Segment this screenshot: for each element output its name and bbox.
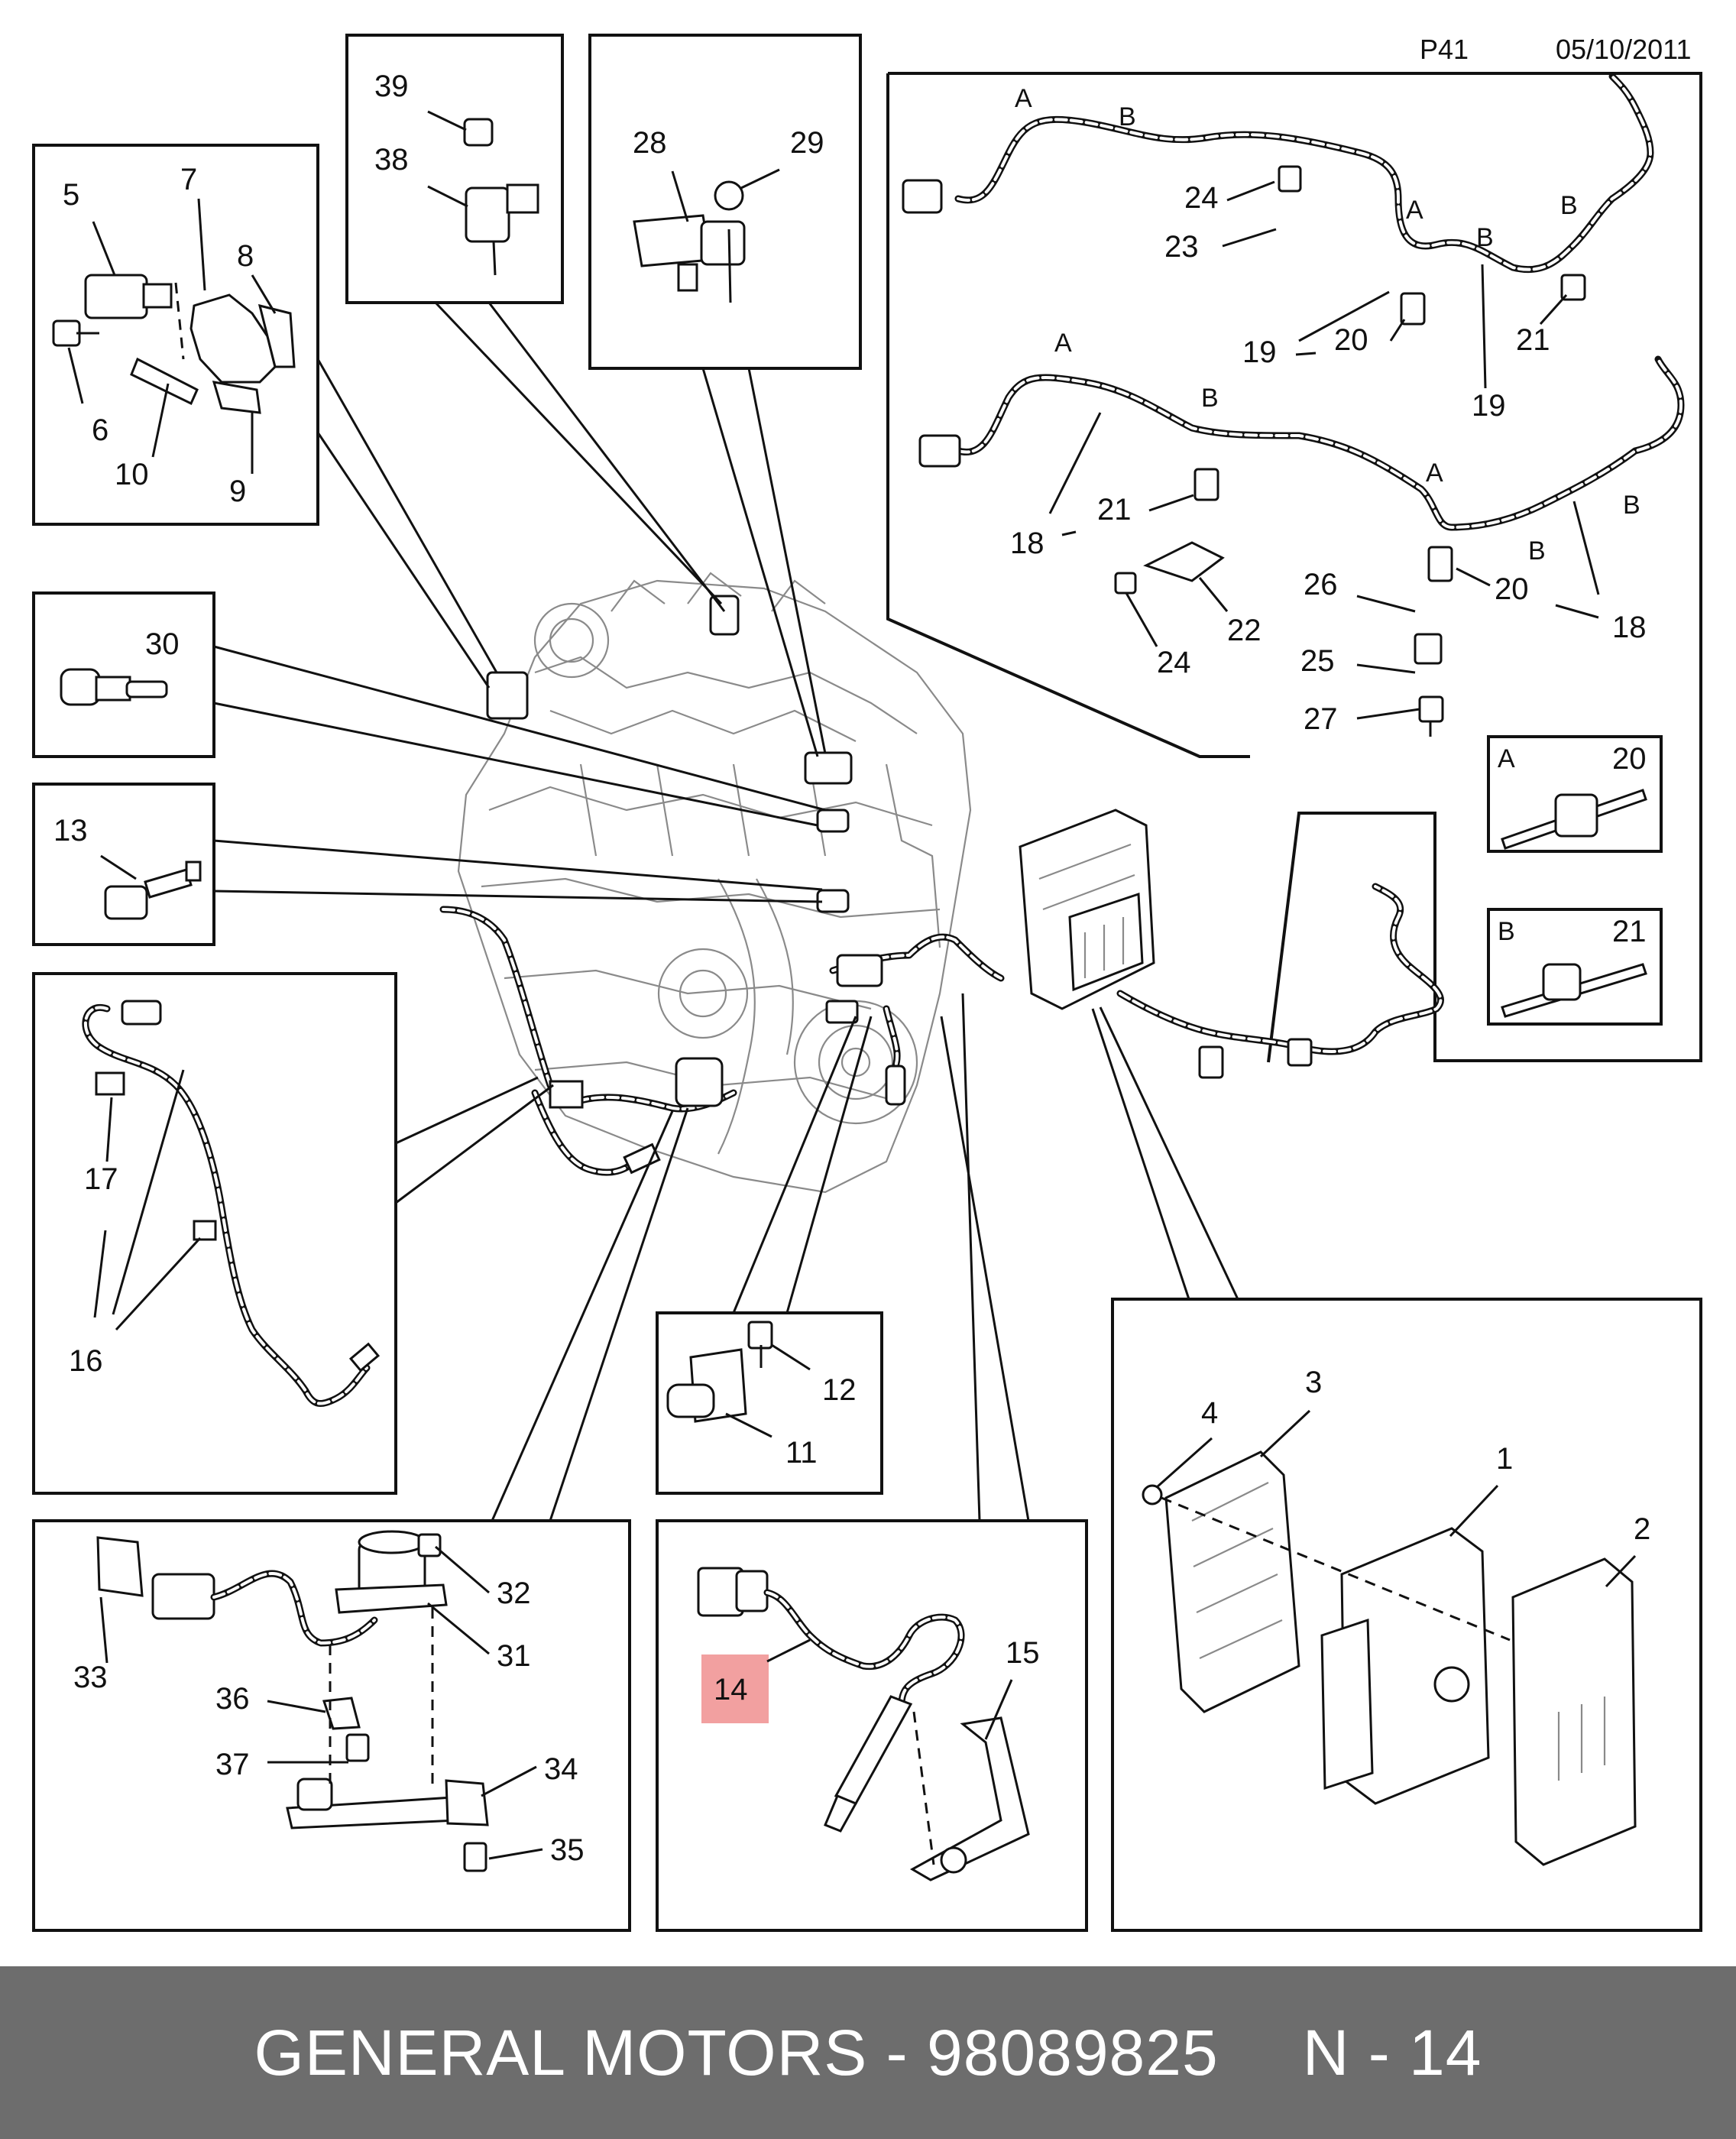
detail-box-map-sensor bbox=[345, 34, 564, 304]
clip-marker-a-3: A bbox=[1054, 329, 1072, 358]
footer-bar: GENERAL MOTORS - 98089825 N - 14 bbox=[0, 1966, 1736, 2139]
callout-15: 15 bbox=[1006, 1636, 1040, 1670]
callout-5: 5 bbox=[63, 178, 79, 212]
oxygen-sensor-assembly bbox=[697, 1567, 1030, 1881]
detail-box-cam-sensor bbox=[32, 144, 319, 526]
callout-8: 8 bbox=[237, 239, 254, 273]
callout-21-lower: 21 bbox=[1097, 493, 1132, 527]
callout-17: 17 bbox=[84, 1162, 118, 1196]
ecu-assembly bbox=[1142, 1450, 1637, 1866]
callout-32: 32 bbox=[497, 1577, 531, 1610]
clip-detail-a20 bbox=[1487, 735, 1663, 853]
detail-box-throttle-actuator bbox=[32, 1519, 631, 1932]
detail-box-exhaust-harness bbox=[886, 72, 1702, 1063]
throttle-actuator-assembly bbox=[96, 1530, 489, 1872]
oil-pressure-switch bbox=[60, 668, 168, 706]
highlight-box bbox=[701, 1654, 769, 1723]
callout-18-left: 18 bbox=[1010, 527, 1045, 560]
exhaust-temp-sensor-assembly bbox=[82, 1000, 381, 1407]
callout-37: 37 bbox=[215, 1748, 250, 1781]
clip-marker-b-1: B bbox=[1119, 102, 1136, 131]
clip-marker-b-5: B bbox=[1623, 491, 1640, 520]
callout-20-lower: 20 bbox=[1495, 572, 1529, 606]
clip-marker-a-1: A bbox=[1015, 84, 1032, 113]
callout-28: 28 bbox=[633, 126, 667, 160]
temperature-sensor bbox=[104, 860, 202, 920]
callout-9: 9 bbox=[229, 475, 246, 508]
callout-25: 25 bbox=[1300, 644, 1335, 678]
pressure-sensor-assembly bbox=[633, 180, 746, 303]
callout-2: 2 bbox=[1634, 1512, 1650, 1546]
clip-marker-b-6: B bbox=[1528, 536, 1546, 566]
footer-page-number: N - 14 bbox=[1302, 2016, 1482, 2089]
callout-18-right: 18 bbox=[1612, 611, 1647, 644]
clip-marker-b-2: B bbox=[1476, 223, 1494, 252]
callout-38: 38 bbox=[374, 143, 409, 177]
clip-detail-b-letter: B bbox=[1498, 917, 1515, 946]
callout-35: 35 bbox=[550, 1833, 585, 1867]
callout-23: 23 bbox=[1164, 230, 1199, 264]
callout-21-upper: 21 bbox=[1516, 323, 1550, 357]
callout-24-upper: 24 bbox=[1184, 181, 1219, 215]
callout-12: 12 bbox=[822, 1373, 857, 1407]
clip-marker-b-4: B bbox=[1201, 384, 1219, 413]
leader-lines bbox=[213, 301, 1239, 1522]
callout-3: 3 bbox=[1305, 1366, 1322, 1399]
callout-31: 31 bbox=[497, 1639, 531, 1673]
clip-detail-20: 20 bbox=[1612, 742, 1647, 776]
detail-box-exhaust-temp-sensor bbox=[32, 972, 397, 1495]
callout-24-lower: 24 bbox=[1157, 646, 1191, 679]
callout-30: 30 bbox=[145, 627, 180, 661]
map-sensor-assembly bbox=[463, 118, 539, 276]
callout-19-left: 19 bbox=[1242, 335, 1277, 369]
callout-36: 36 bbox=[215, 1682, 250, 1716]
engine-harness bbox=[439, 906, 1005, 1176]
page-code: P41 bbox=[1420, 34, 1469, 65]
installed-part-38 bbox=[709, 595, 740, 636]
clip-marker-b-3: B bbox=[1560, 191, 1578, 220]
callout-20-upper: 20 bbox=[1334, 323, 1368, 357]
clip-marker-a-2: A bbox=[1406, 196, 1423, 225]
clip-marker-a-4: A bbox=[1426, 459, 1443, 488]
callout-34: 34 bbox=[544, 1752, 578, 1786]
callout-22: 22 bbox=[1227, 614, 1262, 647]
detail-box-ecu bbox=[1111, 1298, 1702, 1932]
installed-part-7 bbox=[486, 671, 529, 720]
cam-sensor-assembly bbox=[52, 274, 296, 414]
diagram-date: 05/10/2011 bbox=[1556, 34, 1692, 65]
callout-14-highlighted: 14 bbox=[714, 1673, 748, 1706]
callout-7: 7 bbox=[180, 163, 197, 196]
callout-1: 1 bbox=[1496, 1442, 1513, 1476]
footer-part-title: GENERAL MOTORS - 98089825 bbox=[254, 2016, 1219, 2089]
callout-29: 29 bbox=[790, 126, 824, 160]
detail-box-oil-pressure-switch bbox=[32, 591, 215, 758]
clip-detail-21: 21 bbox=[1612, 915, 1647, 948]
engine-illustration bbox=[457, 572, 972, 1194]
parts-diagram: P41 05/10/2011 bbox=[32, 34, 1702, 1932]
detail-box-solenoid-valve bbox=[656, 1311, 883, 1495]
callout-19-right: 19 bbox=[1472, 389, 1506, 423]
installed-part-30 bbox=[816, 809, 850, 833]
detail-box-temp-sensor bbox=[32, 783, 215, 946]
ecu-module bbox=[1019, 809, 1155, 1010]
callout-13: 13 bbox=[53, 814, 88, 847]
callout-33: 33 bbox=[73, 1661, 108, 1694]
callout-27: 27 bbox=[1304, 702, 1338, 736]
harness-19 bbox=[902, 73, 1654, 326]
installed-part-28 bbox=[804, 751, 853, 785]
callout-39: 39 bbox=[374, 70, 409, 103]
callout-4: 4 bbox=[1201, 1396, 1218, 1430]
clip-detail-a-letter: A bbox=[1498, 744, 1515, 773]
callout-10: 10 bbox=[115, 458, 149, 491]
callout-16: 16 bbox=[69, 1344, 103, 1378]
solenoid-valve-assembly bbox=[666, 1321, 773, 1423]
callout-11: 11 bbox=[785, 1436, 818, 1470]
harness-18 bbox=[918, 355, 1685, 737]
detail-box-oxygen-sensor bbox=[656, 1519, 1088, 1932]
callout-26: 26 bbox=[1304, 568, 1338, 601]
clip-detail-b21 bbox=[1487, 908, 1663, 1026]
detail-box-pressure-sensor bbox=[588, 34, 862, 370]
rear-harness bbox=[1116, 883, 1444, 1079]
callout-6: 6 bbox=[92, 413, 108, 447]
